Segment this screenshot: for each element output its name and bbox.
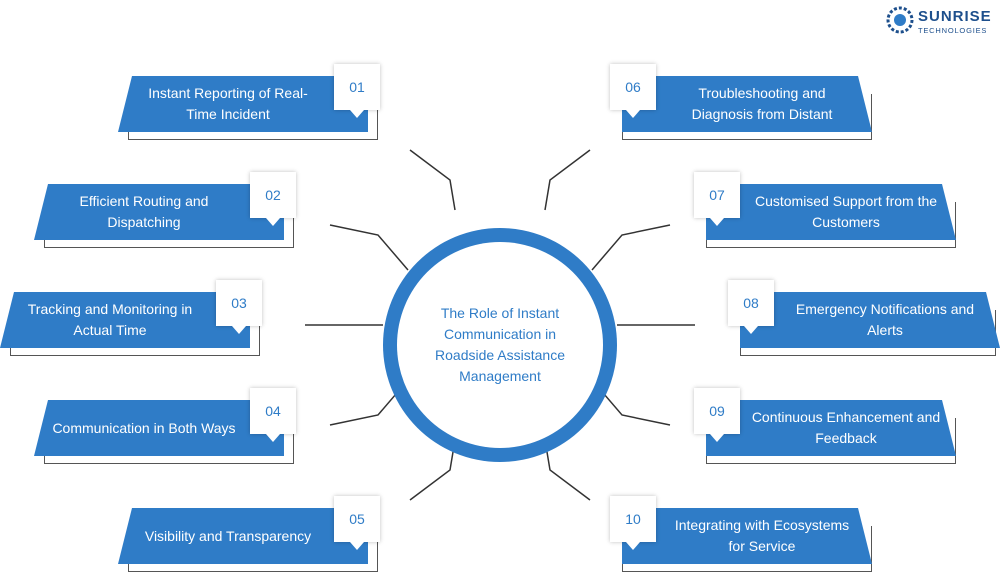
sunrise-logo: SUNRISE TECHNOLOGIES (886, 6, 996, 38)
item-02: Efficient Routing and Dispatching 02 (34, 172, 296, 252)
item-band: Visibility and Transparency (118, 508, 368, 564)
item-label: Visibility and Transparency (144, 527, 312, 544)
item-07: Customised Support from the Customers 07 (694, 172, 966, 252)
item-number-badge: 10 (610, 496, 656, 542)
connector-06 (544, 149, 591, 211)
item-04: Communication in Both Ways 04 (34, 388, 296, 468)
badge-pointer (232, 326, 246, 334)
item-number-badge: 03 (216, 280, 262, 326)
logo-subtitle: TECHNOLOGIES (918, 26, 988, 35)
item-number-badge: 07 (694, 172, 740, 218)
item-label: Instant Reporting of Real-Time Incident (148, 85, 308, 122)
item-number-badge: 05 (334, 496, 380, 542)
item-band: Efficient Routing and Dispatching (34, 184, 284, 240)
item-number-badge: 08 (728, 280, 774, 326)
item-label: Customised Support from the Customers (754, 193, 938, 230)
item-number-badge: 09 (694, 388, 740, 434)
item-08: Emergency Notifications and Alerts 08 (728, 280, 1000, 360)
badge-pointer (266, 218, 280, 226)
item-band: Customised Support from the Customers (706, 184, 956, 240)
item-band: Instant Reporting of Real-Time Incident (118, 76, 368, 132)
hub-title: The Role of Instant Communication in Roa… (435, 305, 565, 384)
item-band: Communication in Both Ways (34, 400, 284, 456)
badge-pointer (626, 110, 640, 118)
badge-pointer (744, 326, 758, 334)
badge-pointer (710, 434, 724, 442)
item-number-badge: 02 (250, 172, 296, 218)
logo-title: SUNRISE (918, 8, 992, 25)
badge-pointer (626, 542, 640, 550)
badge-pointer (350, 542, 364, 550)
item-number-badge: 01 (334, 64, 380, 110)
item-number-badge: 04 (250, 388, 296, 434)
item-label: Integrating with Ecosystems for Service (674, 517, 850, 554)
item-band: Emergency Notifications and Alerts (740, 292, 1000, 348)
item-band: Tracking and Monitoring in Actual Time (0, 292, 250, 348)
item-label: Communication in Both Ways (52, 419, 236, 436)
item-06: Troubleshooting and Diagnosis from Dista… (610, 64, 882, 144)
item-10: Integrating with Ecosystems for Service … (610, 496, 882, 576)
item-label: Continuous Enhancement and Feedback (751, 409, 941, 446)
item-label: Efficient Routing and Dispatching (79, 193, 209, 230)
item-03: Tracking and Monitoring in Actual Time 0… (0, 280, 262, 360)
item-label: Tracking and Monitoring in Actual Time (27, 301, 193, 338)
item-05: Visibility and Transparency 05 (118, 496, 380, 576)
item-label: Troubleshooting and Diagnosis from Dista… (691, 85, 833, 122)
item-band: Troubleshooting and Diagnosis from Dista… (622, 76, 872, 132)
sunrise-logo-icon (886, 6, 914, 34)
central-hub-inner: The Role of Instant Communication in Roa… (397, 242, 603, 448)
item-01: Instant Reporting of Real-Time Incident … (118, 64, 380, 144)
item-band: Integrating with Ecosystems for Service (622, 508, 872, 564)
badge-pointer (350, 110, 364, 118)
connector-07 (591, 224, 671, 271)
connector-01 (409, 149, 456, 211)
central-hub: The Role of Instant Communication in Roa… (383, 228, 617, 462)
item-band: Continuous Enhancement and Feedback (706, 400, 956, 456)
item-label: Emergency Notifications and Alerts (795, 301, 975, 338)
badge-pointer (266, 434, 280, 442)
badge-pointer (710, 218, 724, 226)
item-09: Continuous Enhancement and Feedback 09 (694, 388, 966, 468)
connector-02 (329, 224, 409, 271)
item-number-badge: 06 (610, 64, 656, 110)
